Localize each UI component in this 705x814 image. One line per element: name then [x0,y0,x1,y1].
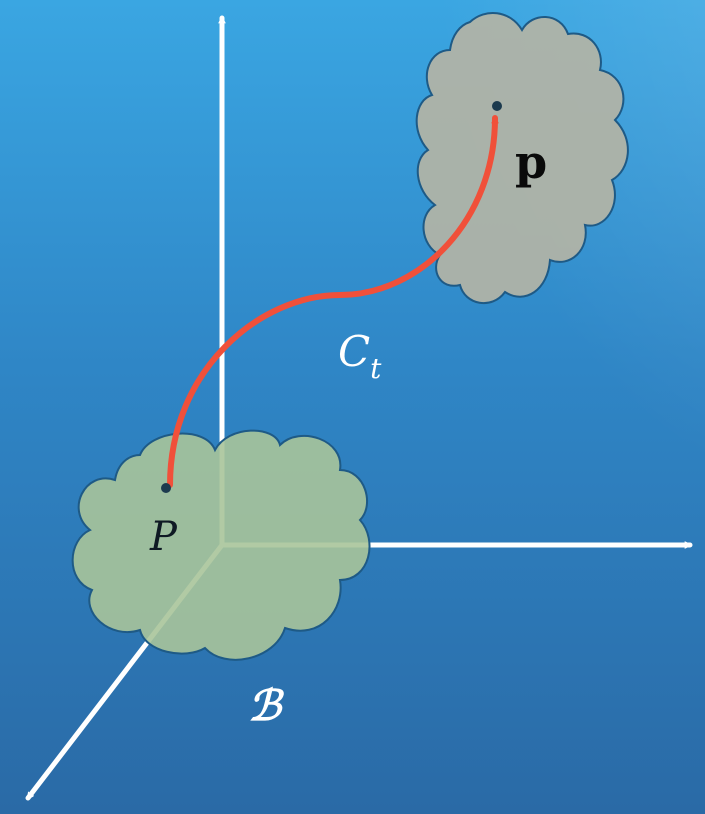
curve-label: Ct [338,327,382,385]
body-label: ℬ [248,681,285,730]
curve-label-subscript: t [370,352,382,385]
reference-point-label: P [149,514,178,560]
reference-point-dot [161,483,171,493]
current-body-cloud [415,11,629,305]
current-point-dot [492,101,502,111]
motion-curve [167,115,495,488]
reference-body-cloud [71,429,371,661]
curve-label-main: C [338,327,370,376]
current-point-label: p [515,135,547,189]
